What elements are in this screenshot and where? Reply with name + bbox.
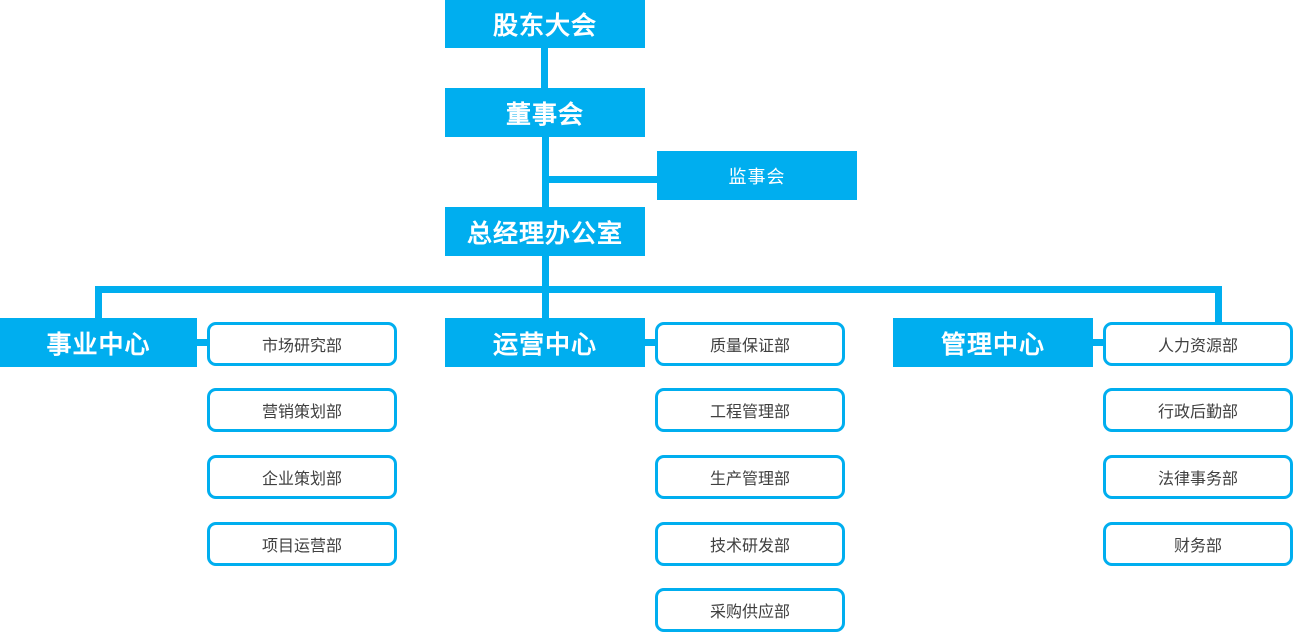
dept-production-management: 生产管理部 [655, 455, 845, 499]
drop-line-management-branch [1215, 293, 1222, 322]
dept-corporate-planning: 企业策划部 [207, 455, 397, 499]
node-supervisory-board: 监事会 [657, 151, 857, 200]
dept-project-operations: 项目运营部 [207, 522, 397, 566]
dept-technology-rd: 技术研发部 [655, 522, 845, 566]
connector-gm-office-rail [542, 256, 549, 286]
drop-line-business-center [95, 293, 102, 318]
node-board-of-directors: 董事会 [445, 88, 645, 137]
stub-business-center-dept [197, 339, 207, 346]
drop-line-operations-center [542, 293, 549, 318]
dept-finance: 财务部 [1103, 522, 1293, 566]
node-business-center: 事业中心 [0, 318, 197, 367]
main-horizontal-rail [95, 286, 1222, 293]
node-shareholders-meeting: 股东大会 [445, 0, 645, 48]
node-operations-center: 运营中心 [445, 318, 645, 367]
dept-procurement-supply: 采购供应部 [655, 588, 845, 632]
connector-board-supervisory [545, 176, 657, 183]
dept-quality-assurance: 质量保证部 [655, 322, 845, 366]
dept-admin-logistics: 行政后勤部 [1103, 388, 1293, 432]
dept-human-resources: 人力资源部 [1103, 322, 1293, 366]
node-gm-office: 总经理办公室 [445, 207, 645, 256]
connector-board-gm-office [542, 137, 549, 207]
dept-market-research: 市场研究部 [207, 322, 397, 366]
stub-management-center-dept [1092, 339, 1103, 346]
dept-marketing-planning: 营销策划部 [207, 388, 397, 432]
stub-operations-center-dept [645, 339, 655, 346]
dept-legal-affairs: 法律事务部 [1103, 455, 1293, 499]
node-management-center: 管理中心 [893, 318, 1093, 367]
connector-shareholders-board [541, 48, 548, 88]
dept-engineering-management: 工程管理部 [655, 388, 845, 432]
